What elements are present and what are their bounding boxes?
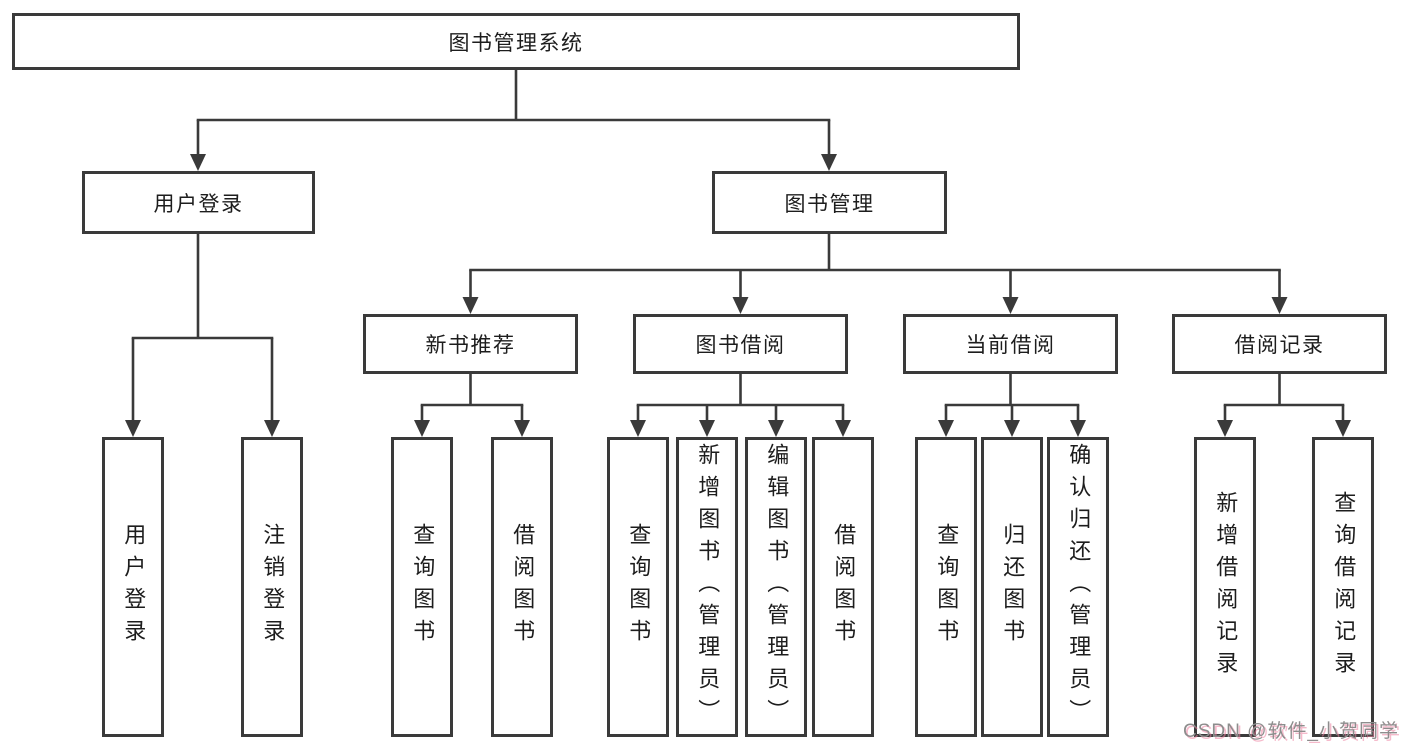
leaf-logout-label: 注销登录 (260, 523, 286, 651)
leaf-add-borrow-record-label: 新增借阅记录 (1213, 491, 1239, 683)
leaf-add-books-admin-label: 新增图书（管理员） (695, 443, 721, 731)
leaf-user-login-label: 用户登录 (121, 523, 147, 651)
node-book-borrow-label: 图书借阅 (695, 334, 786, 357)
leaf-current-query-books: 查询图书 (915, 437, 977, 737)
leaf-user-login: 用户登录 (102, 437, 164, 737)
leaf-confirm-return-admin: 确认归还（管理员） (1047, 437, 1109, 737)
leaf-logout: 注销登录 (241, 437, 303, 737)
leaf-borrow-query-books: 查询图书 (607, 437, 669, 737)
leaf-return-books: 归还图书 (981, 437, 1043, 737)
node-borrow-records-label: 借阅记录 (1234, 334, 1325, 357)
node-book-borrow: 图书借阅 (633, 314, 848, 374)
leaf-add-books-admin: 新增图书（管理员） (676, 437, 738, 737)
node-current-borrow: 当前借阅 (903, 314, 1118, 374)
leaf-recommend-query-books: 查询图书 (391, 437, 453, 737)
leaf-recommend-borrow-books: 借阅图书 (491, 437, 553, 737)
leaf-borrow-books-label: 借阅图书 (831, 523, 857, 651)
node-borrow-records: 借阅记录 (1172, 314, 1387, 374)
leaf-query-borrow-record-label: 查询借阅记录 (1331, 491, 1357, 683)
leaf-edit-books-admin: 编辑图书（管理员） (745, 437, 807, 737)
node-user-login-label: 用户登录 (153, 192, 244, 216)
leaf-add-borrow-record: 新增借阅记录 (1194, 437, 1256, 737)
leaf-borrow-query-books-label: 查询图书 (626, 523, 652, 651)
leaf-confirm-return-admin-label: 确认归还（管理员） (1066, 443, 1092, 731)
leaf-borrow-books: 借阅图书 (812, 437, 874, 737)
node-root-label: 图书管理系统 (448, 31, 584, 55)
leaf-current-query-books-label: 查询图书 (934, 523, 960, 651)
node-new-book-recommend: 新书推荐 (363, 314, 578, 374)
leaf-recommend-borrow-books-label: 借阅图书 (510, 523, 536, 651)
watermark-text: CSDN @软件_小贺同学 (1183, 721, 1399, 742)
node-book-management-label: 图书管理 (784, 192, 875, 216)
leaf-edit-books-admin-label: 编辑图书（管理员） (764, 443, 790, 731)
node-current-borrow-label: 当前借阅 (965, 334, 1056, 357)
leaf-query-borrow-record: 查询借阅记录 (1312, 437, 1374, 737)
leaf-return-books-label: 归还图书 (1000, 523, 1026, 651)
node-user-login: 用户登录 (82, 171, 315, 234)
node-new-book-recommend-label: 新书推荐 (425, 334, 516, 357)
node-book-management: 图书管理 (712, 171, 947, 234)
node-root: 图书管理系统 (12, 13, 1020, 70)
leaf-recommend-query-books-label: 查询图书 (410, 523, 436, 651)
